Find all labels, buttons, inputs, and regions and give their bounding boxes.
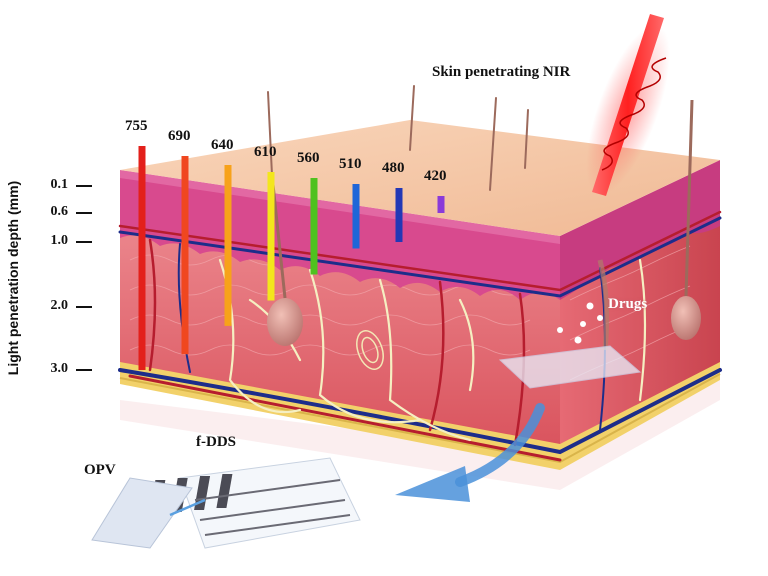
opv-label: OPV (84, 462, 116, 479)
depth-ticks (76, 186, 92, 370)
wavelength-bar-420 (438, 196, 445, 213)
wavelength-bar-480 (396, 188, 403, 242)
laser-label: Skin penetrating NIR (432, 64, 570, 81)
wavelength-bar-510 (353, 184, 360, 249)
wavelength-label-690: 690 (168, 128, 191, 145)
depth-axis-label: Light penetration depth (mm) (5, 173, 21, 383)
depth-tick-label: 0.1 (28, 177, 68, 193)
wavelength-bar-610 (268, 172, 275, 301)
f-dds-label: f-DDS (196, 434, 236, 451)
drugs-label: Drugs (608, 296, 647, 313)
wavelength-bar-560 (311, 178, 318, 275)
wavelength-label-640: 640 (211, 137, 234, 154)
wavelength-bar-755 (139, 146, 146, 370)
wavelength-label-560: 560 (297, 150, 320, 167)
wavelength-bar-640 (225, 165, 232, 326)
depth-tick-label: 2.0 (28, 298, 68, 314)
wavelength-label-510: 510 (339, 156, 362, 173)
depth-tick-label: 0.6 (28, 204, 68, 220)
opv-panel (92, 478, 205, 548)
wavelength-label-755: 755 (125, 118, 148, 135)
wavelength-label-610: 610 (254, 144, 277, 161)
wavelength-label-420: 420 (424, 168, 447, 185)
wavelength-label-480: 480 (382, 160, 405, 177)
depth-tick-label: 1.0 (28, 233, 68, 249)
depth-tick-label: 3.0 (28, 361, 68, 377)
wavelength-bar-690 (182, 156, 189, 354)
